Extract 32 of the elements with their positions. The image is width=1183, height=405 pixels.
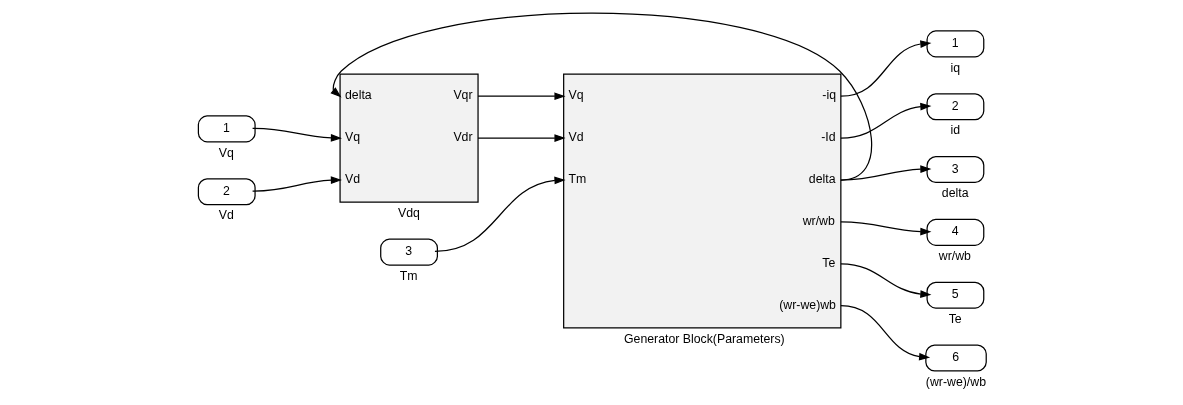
node-box: 1 xyxy=(925,30,984,58)
node-box: 5 xyxy=(925,281,984,309)
arrow xyxy=(839,305,930,361)
node-box: 6 xyxy=(924,344,987,372)
arrow xyxy=(839,221,931,236)
arrow xyxy=(839,102,931,139)
node-label: Tm xyxy=(399,268,418,283)
node-label: Vd xyxy=(218,208,234,223)
node-label: iq xyxy=(950,60,960,75)
arrow xyxy=(839,165,931,181)
arrow xyxy=(251,127,342,142)
node-box: 2 xyxy=(925,93,984,121)
node-label: wr/wb xyxy=(938,249,971,264)
arrow xyxy=(839,40,931,97)
arrow xyxy=(433,176,566,253)
node-label: Generator Block(Parameters) xyxy=(623,331,785,346)
node-label: (wr-we)/wb xyxy=(925,374,986,389)
node-box: 1 xyxy=(197,115,256,143)
node-label: Vq xyxy=(218,145,234,160)
arrow xyxy=(476,92,566,101)
arrow xyxy=(476,134,566,142)
node-box: 3 xyxy=(379,238,438,266)
arrow xyxy=(839,263,931,298)
node-label: Vdq xyxy=(397,205,420,220)
node-box: 2 xyxy=(197,178,256,206)
node-label: delta xyxy=(941,186,969,201)
arrow xyxy=(329,12,872,181)
node-label: Te xyxy=(948,311,962,326)
arrow xyxy=(251,176,342,192)
node-box: 3 xyxy=(925,156,984,184)
node-label: id xyxy=(950,123,960,138)
node-box: 4 xyxy=(925,218,984,246)
